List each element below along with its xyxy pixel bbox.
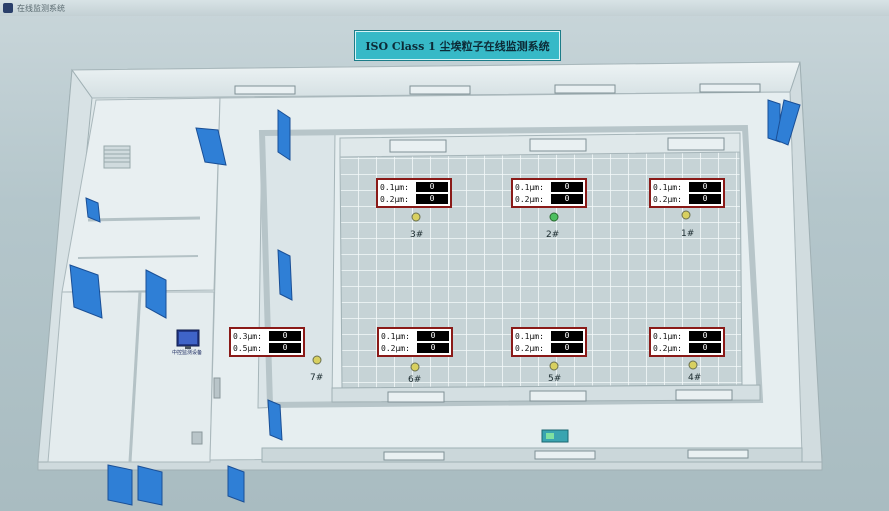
- window-titlebar: 在线监测系统: [0, 0, 889, 16]
- point-label-3: 3#: [410, 230, 424, 240]
- particle-size-label: 0.1μm:: [653, 182, 682, 192]
- particle-size-label: 0.1μm:: [515, 331, 544, 341]
- particle-count-value: 0: [551, 331, 583, 341]
- particle-size-label: 0.1μm:: [380, 182, 409, 192]
- particle-count-value: 0: [551, 194, 583, 204]
- particle-size-label: 0.2μm:: [381, 343, 410, 353]
- sensor-panel-5[interactable]: 0.1μm: 0 0.2μm: 0: [511, 327, 587, 357]
- sensor-panel-4[interactable]: 0.1μm: 0 0.2μm: 0: [649, 327, 725, 357]
- system-title-banner: ISO Class 1 尘埃粒子在线监测系统: [355, 31, 560, 60]
- particle-count-value: 0: [416, 182, 448, 192]
- point-label-4: 4#: [688, 373, 702, 383]
- door-icon: [69, 99, 801, 506]
- particle-count-value: 0: [689, 194, 721, 204]
- particle-count-value: 0: [269, 331, 301, 341]
- sensor-panel-3[interactable]: 0.1μm: 0 0.2μm: 0: [376, 178, 452, 208]
- particle-count-value: 0: [689, 343, 721, 353]
- particle-size-label: 0.5μm:: [233, 343, 262, 353]
- particle-size-label: 0.1μm:: [653, 331, 682, 341]
- particle-count-value: 0: [551, 343, 583, 353]
- particle-count-value: 0: [416, 194, 448, 204]
- air-handler-icon: [541, 429, 569, 443]
- particle-counter-icon: [312, 210, 698, 372]
- point-label-6: 6#: [408, 375, 422, 385]
- particle-size-label: 0.2μm:: [515, 343, 544, 353]
- point-label-5: 5#: [548, 374, 562, 384]
- computer-icon: [176, 329, 200, 349]
- point-label-7: 7#: [310, 373, 324, 383]
- point-label-1: 1#: [681, 229, 695, 239]
- particle-size-label: 0.2μm:: [653, 194, 682, 204]
- app-icon: [3, 3, 13, 13]
- particle-count-value: 0: [269, 343, 301, 353]
- particle-count-value: 0: [689, 331, 721, 341]
- particle-count-value: 0: [689, 182, 721, 192]
- sensor-panel-2[interactable]: 0.1μm: 0 0.2μm: 0: [511, 178, 587, 208]
- window-title: 在线监测系统: [17, 3, 65, 13]
- particle-count-value: 0: [551, 182, 583, 192]
- particle-count-value: 0: [417, 343, 449, 353]
- particle-size-label: 0.2μm:: [515, 194, 544, 204]
- particle-count-value: 0: [417, 331, 449, 341]
- point-label-2: 2#: [546, 230, 560, 240]
- computer-label: 中控监测设备: [172, 350, 203, 356]
- particle-size-label: 0.1μm:: [515, 182, 544, 192]
- particle-size-label: 0.2μm:: [380, 194, 409, 204]
- particle-size-label: 0.2μm:: [653, 343, 682, 353]
- particle-size-label: 0.1μm:: [381, 331, 410, 341]
- sensor-panel-6[interactable]: 0.1μm: 0 0.2μm: 0: [377, 327, 453, 357]
- sensor-panel-7[interactable]: 0.3μm: 0 0.5μm: 0: [229, 327, 305, 357]
- particle-size-label: 0.3μm:: [233, 331, 262, 341]
- sensor-panel-1[interactable]: 0.1μm: 0 0.2μm: 0: [649, 178, 725, 208]
- left-room-upper: [61, 97, 221, 293]
